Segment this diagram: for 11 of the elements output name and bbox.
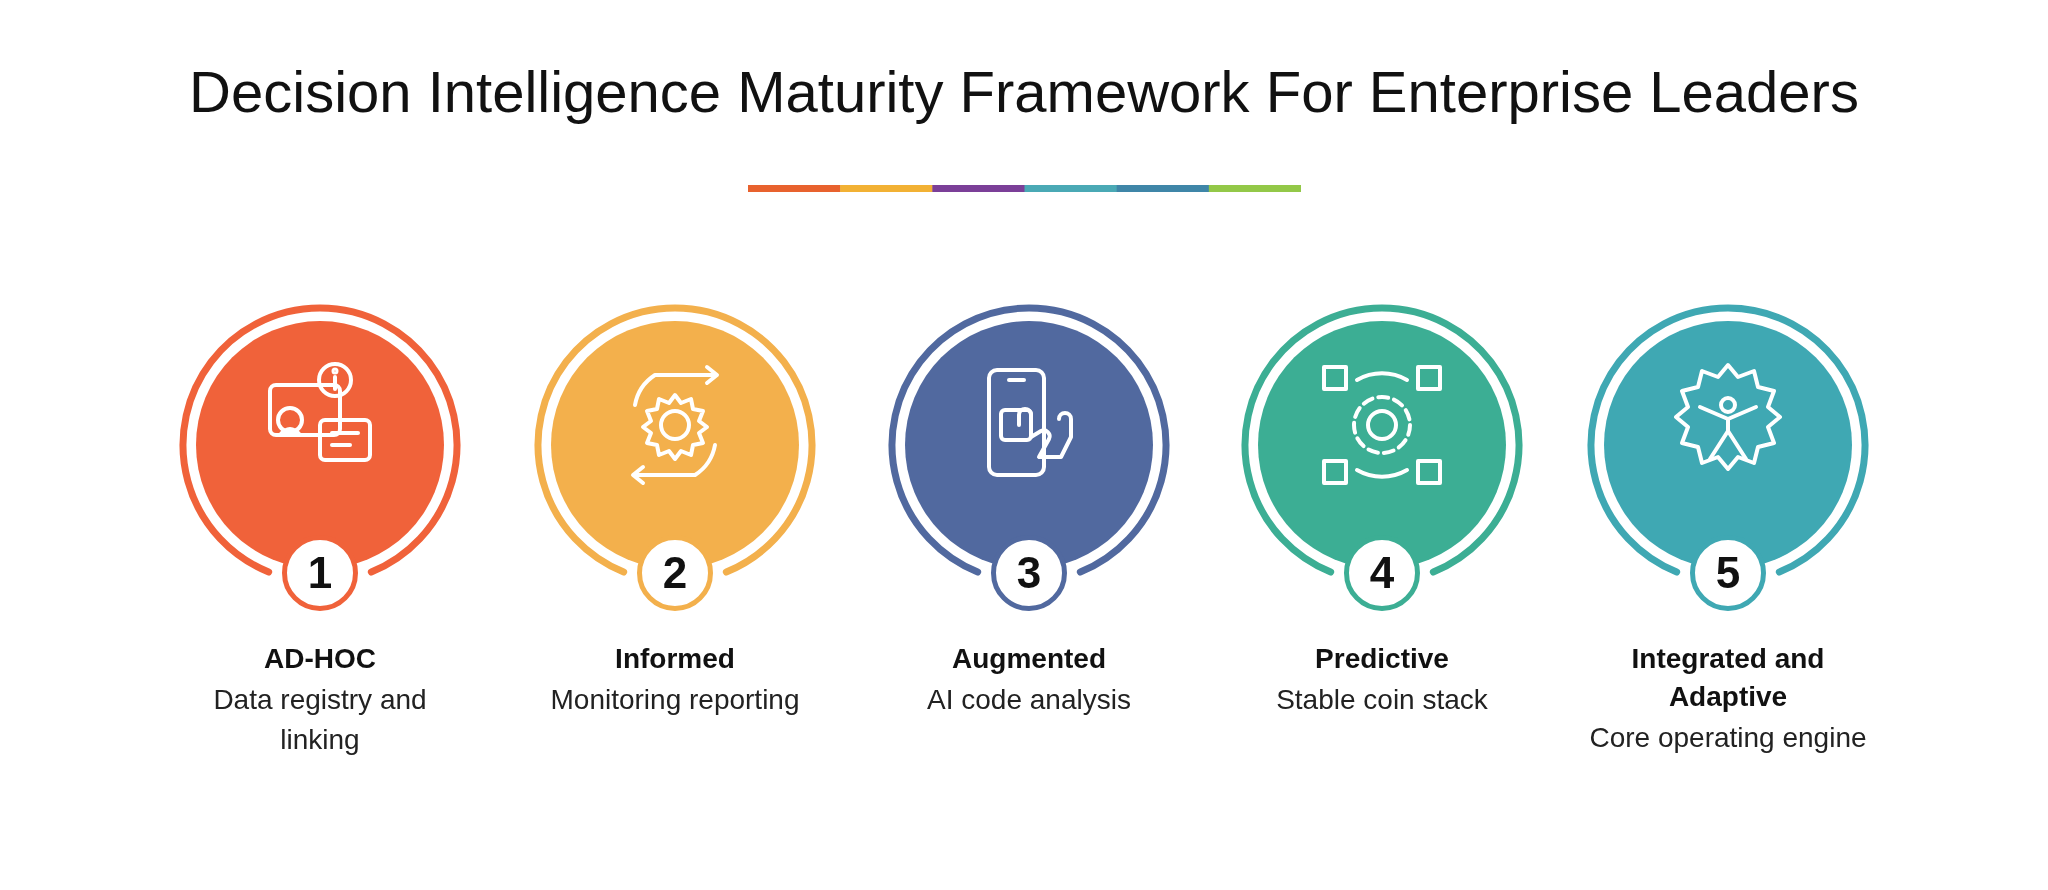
stage-description: Core operating engine (1588, 721, 1868, 755)
stage-description: AI code analysis (926, 683, 1132, 717)
stage-description: Data registry and linking (212, 683, 428, 757)
stage-description: Monitoring reporting (549, 683, 801, 717)
stage-title: Integrated and Adaptive (1630, 642, 1826, 714)
stage-title: Augmented (951, 642, 1107, 676)
stage-description: Stable coin stack (1275, 683, 1489, 717)
title: Decision Intelligence Maturity Framework For Enterprise Leaders (188, 58, 1860, 125)
stage-title: AD-HOC (263, 642, 377, 676)
stage-title: Predictive (1314, 642, 1450, 676)
stage-title: Informed (614, 642, 736, 676)
